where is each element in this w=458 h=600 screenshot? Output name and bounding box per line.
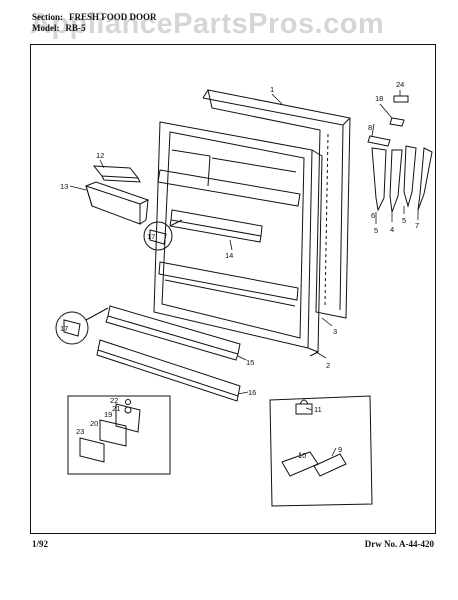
callout-5b: 5 <box>402 216 406 225</box>
callout-14: 14 <box>225 251 233 260</box>
section-label: Section: <box>32 12 63 22</box>
callout-numbers: 1 2 3 4 5 5 6 7 8 9 10 11 12 13 14 15 16… <box>60 80 419 460</box>
door-strap-parts <box>367 95 433 213</box>
footer-drawing-number: Drw No. A-44-420 <box>364 539 434 549</box>
section-line: Section: FRESH FOOD DOOR <box>32 12 157 22</box>
callout-8: 8 <box>368 123 372 132</box>
detail-circle-lower <box>55 307 109 345</box>
model-value: RB-5 <box>65 23 86 33</box>
diagram-frame <box>30 44 436 534</box>
model-label: Model: <box>32 23 60 33</box>
callout-17b: 17 <box>60 324 68 333</box>
section-value: FRESH FOOD DOOR <box>69 12 157 22</box>
callout-21: 21 <box>112 404 120 413</box>
footer-date: 1/92 <box>32 539 49 549</box>
hinge-detail-box <box>67 395 171 475</box>
upper-door-bar <box>169 209 263 243</box>
bottom-bar <box>96 339 241 402</box>
detail-circle-upper <box>143 219 183 251</box>
callout-10: 10 <box>298 451 306 460</box>
callout-18: 18 <box>375 94 383 103</box>
callout-24: 24 <box>396 80 404 89</box>
leader-lines <box>69 90 419 458</box>
callout-16: 16 <box>248 388 256 397</box>
callout-23: 23 <box>76 427 84 436</box>
middle-shelf <box>158 261 299 307</box>
callout-7: 7 <box>415 221 419 230</box>
callout-13: 13 <box>60 182 68 191</box>
upper-shelf <box>157 149 301 207</box>
callout-3: 3 <box>333 327 337 336</box>
callout-1: 1 <box>270 85 274 94</box>
callout-5a: 5 <box>374 226 378 235</box>
dairy-bin <box>85 181 150 225</box>
callout-15: 15 <box>246 358 254 367</box>
bin-cover <box>92 165 141 183</box>
callout-22: 22 <box>110 396 118 405</box>
watermark: AppliancePartsPros.com <box>30 8 385 40</box>
lower-shelf-bar <box>105 305 241 361</box>
callout-11: 11 <box>314 405 322 414</box>
door-liner <box>153 121 323 357</box>
cam-detail-box <box>269 395 373 507</box>
callout-12: 12 <box>96 151 104 160</box>
callout-9: 9 <box>338 445 342 454</box>
callout-17a: 17 <box>147 232 155 241</box>
callout-19: 19 <box>104 410 112 419</box>
door-gasket <box>202 89 351 319</box>
callout-20: 20 <box>90 419 98 428</box>
model-line: Model: RB-5 <box>32 23 86 33</box>
callout-4: 4 <box>390 225 394 234</box>
callout-6: 6 <box>371 211 375 220</box>
callout-2: 2 <box>326 361 330 370</box>
